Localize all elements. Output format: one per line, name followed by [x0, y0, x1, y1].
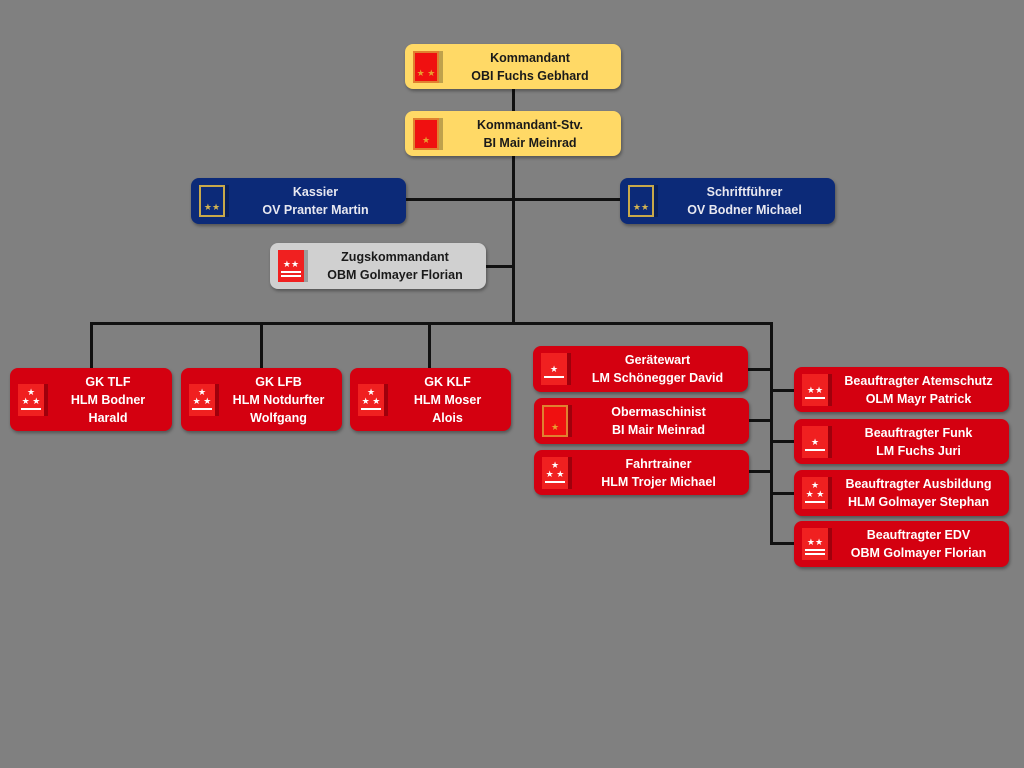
node-role: Beauftragter Funk — [864, 425, 973, 440]
node-name-line: Harald — [88, 410, 128, 425]
rank-badge-icon: ★★ ★ — [358, 383, 384, 416]
node-role: Gerätewart — [624, 353, 691, 367]
node-name-line: HLM Bodner — [70, 392, 146, 407]
connector-line — [748, 368, 772, 371]
node-role: Kommandant-Stv. — [476, 117, 584, 132]
rank-badge-icon: ★ ★ — [413, 50, 439, 83]
rank-badge-icon: ★★ ★ — [542, 456, 568, 489]
rank-badge-icon: ★★ ★ — [18, 383, 44, 416]
connector-line — [770, 440, 796, 443]
node-name-line: Wolfgang — [250, 410, 307, 425]
connector-line — [90, 322, 772, 325]
node-role: GK LFB — [255, 374, 302, 389]
connector-line — [428, 322, 431, 370]
node-name-line: HLM Moser — [413, 392, 482, 407]
node-name: HLM Golmayer Stephan — [848, 495, 989, 509]
rank-badge-icon: ★ — [541, 353, 567, 385]
node-role: Beauftragter Ausbildung — [845, 477, 992, 491]
rank-badge-icon: ★★ — [628, 185, 654, 217]
rank-badge-icon: ★★ — [802, 373, 828, 406]
node-name: LM Schönegger David — [591, 371, 724, 385]
node-role: Fahrtrainer — [625, 456, 692, 471]
node-role: GK TLF — [85, 374, 131, 389]
rank-badge-icon: ★ — [802, 425, 828, 458]
rank-badge-icon: ★★ ★ — [189, 383, 215, 416]
node-funk: ★ Beauftragter Funk LM Fuchs Juri — [794, 419, 1009, 464]
node-name: OBI Fuchs Gebhard — [471, 68, 589, 83]
node-name: OBM Golmayer Florian — [327, 268, 463, 282]
rank-badge-icon: ★ — [413, 117, 439, 150]
node-name: OLM Mayr Patrick — [865, 391, 972, 406]
connector-line — [770, 492, 796, 495]
connector-line — [770, 322, 773, 544]
connector-line — [770, 542, 796, 545]
node-role: Beauftragter Atemschutz — [844, 373, 993, 388]
rank-badge-icon: ★ — [542, 405, 568, 437]
connector-line — [485, 265, 513, 268]
node-role: GK KLF — [424, 374, 471, 389]
node-geraetewart: ★ Gerätewart LM Schönegger David — [533, 346, 748, 392]
node-name: OV Bodner Michael — [687, 203, 802, 217]
node-name-line: Alois — [432, 410, 463, 425]
node-name: OBM Golmayer Florian — [850, 546, 987, 560]
connector-line — [260, 322, 263, 370]
node-role: Obermaschinist — [611, 405, 706, 419]
node-edv: ★★ Beauftragter EDV OBM Golmayer Florian — [794, 521, 1009, 567]
node-name: HLM Trojer Michael — [601, 474, 716, 489]
node-name: BI Mair Meinrad — [483, 135, 577, 150]
connector-line — [512, 88, 515, 323]
node-name: OV Pranter Martin — [262, 203, 369, 217]
node-role: Kommandant — [490, 50, 570, 65]
node-role: Zugskommandant — [341, 250, 449, 264]
rank-badge-icon: ★★ — [278, 250, 304, 282]
node-role: Beauftragter EDV — [866, 528, 971, 542]
node-obermaschinist: ★ Obermaschinist BI Mair Meinrad — [534, 398, 749, 444]
rank-badge-icon: ★★ — [199, 185, 225, 217]
node-kassier: ★★ Kassier OV Pranter Martin — [191, 178, 406, 224]
node-role: Kassier — [292, 185, 339, 199]
connector-line — [405, 198, 622, 201]
node-role: Schriftführer — [706, 185, 783, 199]
rank-badge-icon: ★★ — [802, 528, 828, 560]
node-name: BI Mair Meinrad — [611, 423, 706, 437]
connector-line — [748, 419, 772, 422]
node-schriftfuehrer: ★★ Schriftführer OV Bodner Michael — [620, 178, 835, 224]
connector-line — [748, 470, 772, 473]
node-name-line: HLM Notdurfter — [232, 392, 325, 407]
connector-line — [770, 389, 796, 392]
rank-badge-icon: ★★ ★ — [802, 477, 828, 509]
connector-line — [90, 322, 93, 370]
node-kommandant-stv: ★ Kommandant-Stv. BI Mair Meinrad — [405, 111, 621, 156]
node-name: LM Fuchs Juri — [876, 443, 961, 458]
